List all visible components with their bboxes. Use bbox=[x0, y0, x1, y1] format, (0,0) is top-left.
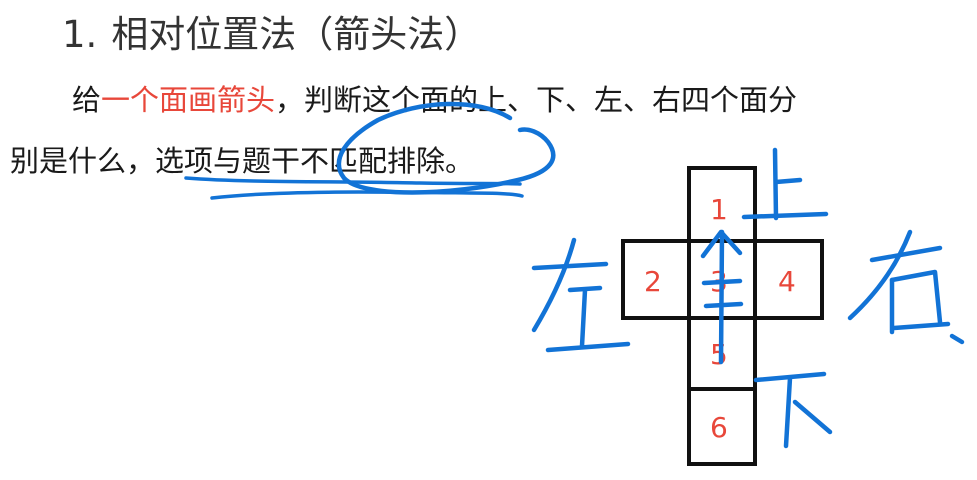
ink-underline-2 bbox=[210, 190, 524, 200]
handwritten-bottom-glyph: 下 bbox=[753, 371, 833, 449]
face-label-4: 4 bbox=[778, 265, 796, 298]
handwritten-right-glyph: 右 bbox=[847, 229, 965, 345]
face-label-1: 1 bbox=[710, 193, 728, 226]
arrow-icon bbox=[700, 229, 744, 365]
face-label-6: 6 bbox=[710, 411, 728, 444]
heading-title: 相对位置法（箭头法） bbox=[111, 13, 482, 56]
face-label-2: 2 bbox=[644, 265, 662, 298]
handwritten-top-glyph: 上 bbox=[741, 147, 829, 221]
ink-circle bbox=[336, 101, 556, 195]
net-face-6 bbox=[687, 387, 757, 466]
section-heading: 1. 相对位置法（箭头法） bbox=[62, 10, 481, 60]
handwritten-left-glyph: 左 bbox=[531, 237, 631, 353]
paragraph-line-1-rest: ，判断这个面的上、下、左、右四个面分 bbox=[275, 83, 798, 117]
highlighted-phrase: 一个面画箭头 bbox=[101, 83, 276, 117]
ink-underline-1 bbox=[184, 176, 522, 186]
paragraph-line-2: 别是什么，选项与题干不匹配排除。 bbox=[10, 144, 475, 178]
paragraph-intro: 给 bbox=[72, 83, 102, 117]
net-face-4 bbox=[753, 239, 824, 320]
pen-annotations: 上 下 左 右 bbox=[184, 101, 965, 449]
paragraph-line-1: 给一个面画箭头，判断这个面的上、下、左、右四个面分 bbox=[72, 80, 797, 120]
heading-number: 1. bbox=[62, 13, 98, 56]
